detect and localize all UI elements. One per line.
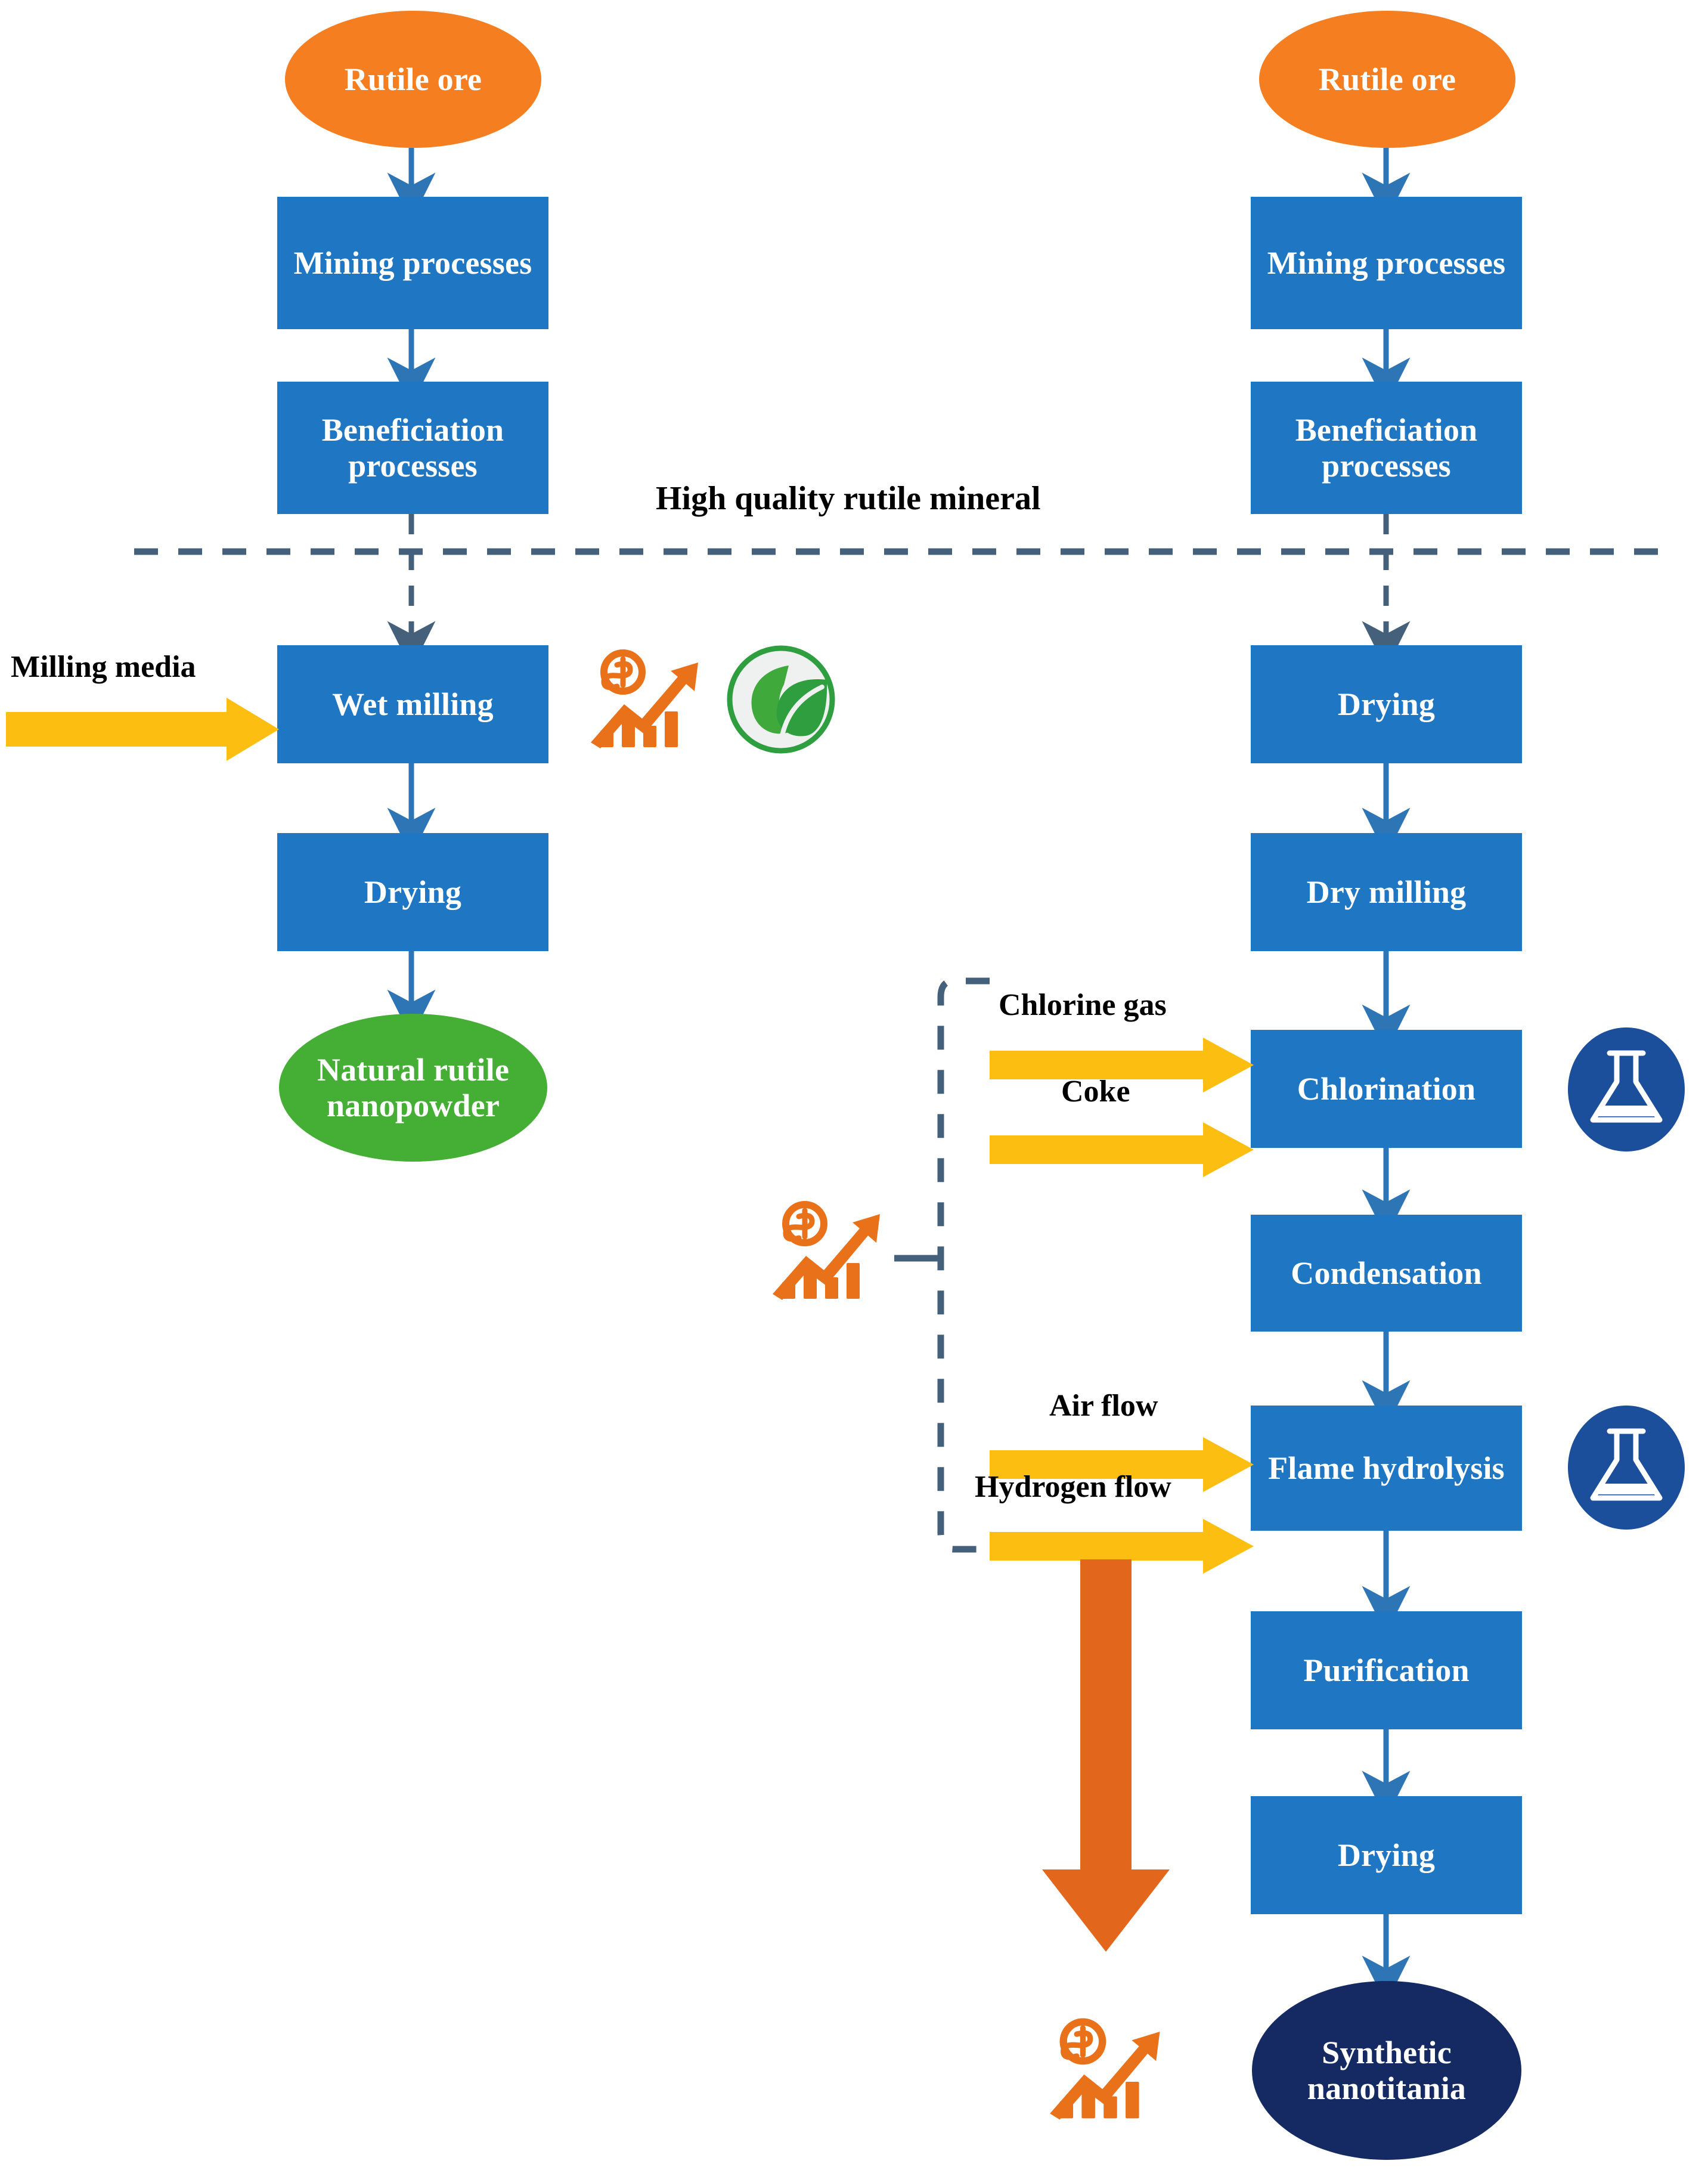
cost-growth-icon	[1050, 2018, 1160, 2120]
right-step-beneficiation-processes[interactable]: Beneficiation processes	[1251, 382, 1522, 514]
right-step-purification-label: Purification	[1303, 1652, 1470, 1688]
feed-label-chlorine-gas: Chlorine gas	[999, 988, 1167, 1022]
right-product-ellipse[interactable]: Synthetic nanotitania	[1252, 1981, 1521, 2160]
right-source-ellipse[interactable]: Rutile ore	[1259, 11, 1515, 148]
right-step-drying-bottom-label: Drying	[1337, 1837, 1436, 1873]
cost-growth-icon	[773, 1201, 880, 1300]
left-step-wet-milling[interactable]: Wet milling	[277, 645, 548, 763]
chemical-flask-icon[interactable]	[1567, 1027, 1686, 1152]
right-step-dry-milling[interactable]: Dry milling	[1251, 833, 1522, 951]
eco-leaf-icon	[727, 645, 835, 754]
right-step-condensation-label: Condensation	[1291, 1255, 1482, 1291]
air-flow-feed-arrow	[990, 1437, 1254, 1492]
orange-down-arrow-icon	[1042, 1559, 1170, 1952]
feed-label-hydrogen-flow: Hydrogen flow	[975, 1470, 1171, 1504]
chlorine-gas-feed-arrow	[990, 1038, 1254, 1092]
right-product-label: Synthetic nanotitania	[1307, 2034, 1467, 2106]
left-step-wet-milling-label: Wet milling	[332, 686, 494, 722]
feed-label-coke: Coke	[1061, 1075, 1130, 1109]
left-step-mining-processes[interactable]: Mining processes	[277, 197, 548, 329]
right-step-drying-top[interactable]: Drying	[1251, 645, 1522, 763]
right-step-mining-label: Mining processes	[1267, 244, 1506, 281]
right-source-label: Rutile ore	[1318, 61, 1456, 97]
right-step-condensation[interactable]: Condensation	[1251, 1215, 1522, 1332]
divider-label: High quality rutile mineral	[656, 480, 1041, 517]
feed-label-air-flow: Air flow	[1049, 1389, 1158, 1423]
right-step-dry-milling-label: Dry milling	[1306, 874, 1467, 910]
right-step-mining-processes[interactable]: Mining processes	[1251, 197, 1522, 329]
left-source-label: Rutile ore	[344, 61, 482, 97]
left-step-beneficiation-processes[interactable]: Beneficiation processes	[277, 382, 548, 514]
feed-label-milling-media: Milling media	[11, 650, 196, 684]
hydrogen-flow-feed-arrow	[990, 1519, 1254, 1574]
right-step-drying-bottom[interactable]: Drying	[1251, 1796, 1522, 1914]
cost-growth-icon	[591, 649, 698, 748]
chemical-flask-icon[interactable]	[1567, 1405, 1686, 1530]
right-step-flame-hydrolysis-label: Flame hydrolysis	[1268, 1450, 1505, 1486]
right-step-chlorination-label: Chlorination	[1297, 1070, 1476, 1107]
right-step-flame-hydrolysis[interactable]: Flame hydrolysis	[1251, 1406, 1522, 1531]
left-product-ellipse[interactable]: Natural rutile nanopowder	[279, 1014, 547, 1162]
coke-feed-arrow	[990, 1122, 1254, 1177]
right-step-drying-top-label: Drying	[1337, 686, 1436, 722]
left-step-drying-label: Drying	[364, 874, 462, 910]
right-step-chlorination[interactable]: Chlorination	[1251, 1030, 1522, 1148]
left-step-beneficiation-label: Beneficiation processes	[321, 411, 504, 484]
milling-media-feed-arrow	[6, 698, 279, 761]
left-product-label: Natural rutile nanopowder	[317, 1051, 510, 1123]
right-step-purification[interactable]: Purification	[1251, 1611, 1522, 1729]
left-step-mining-label: Mining processes	[293, 244, 532, 281]
left-source-ellipse[interactable]: Rutile ore	[285, 11, 541, 148]
left-step-drying[interactable]: Drying	[277, 833, 548, 951]
right-step-beneficiation-label: Beneficiation processes	[1295, 411, 1478, 484]
